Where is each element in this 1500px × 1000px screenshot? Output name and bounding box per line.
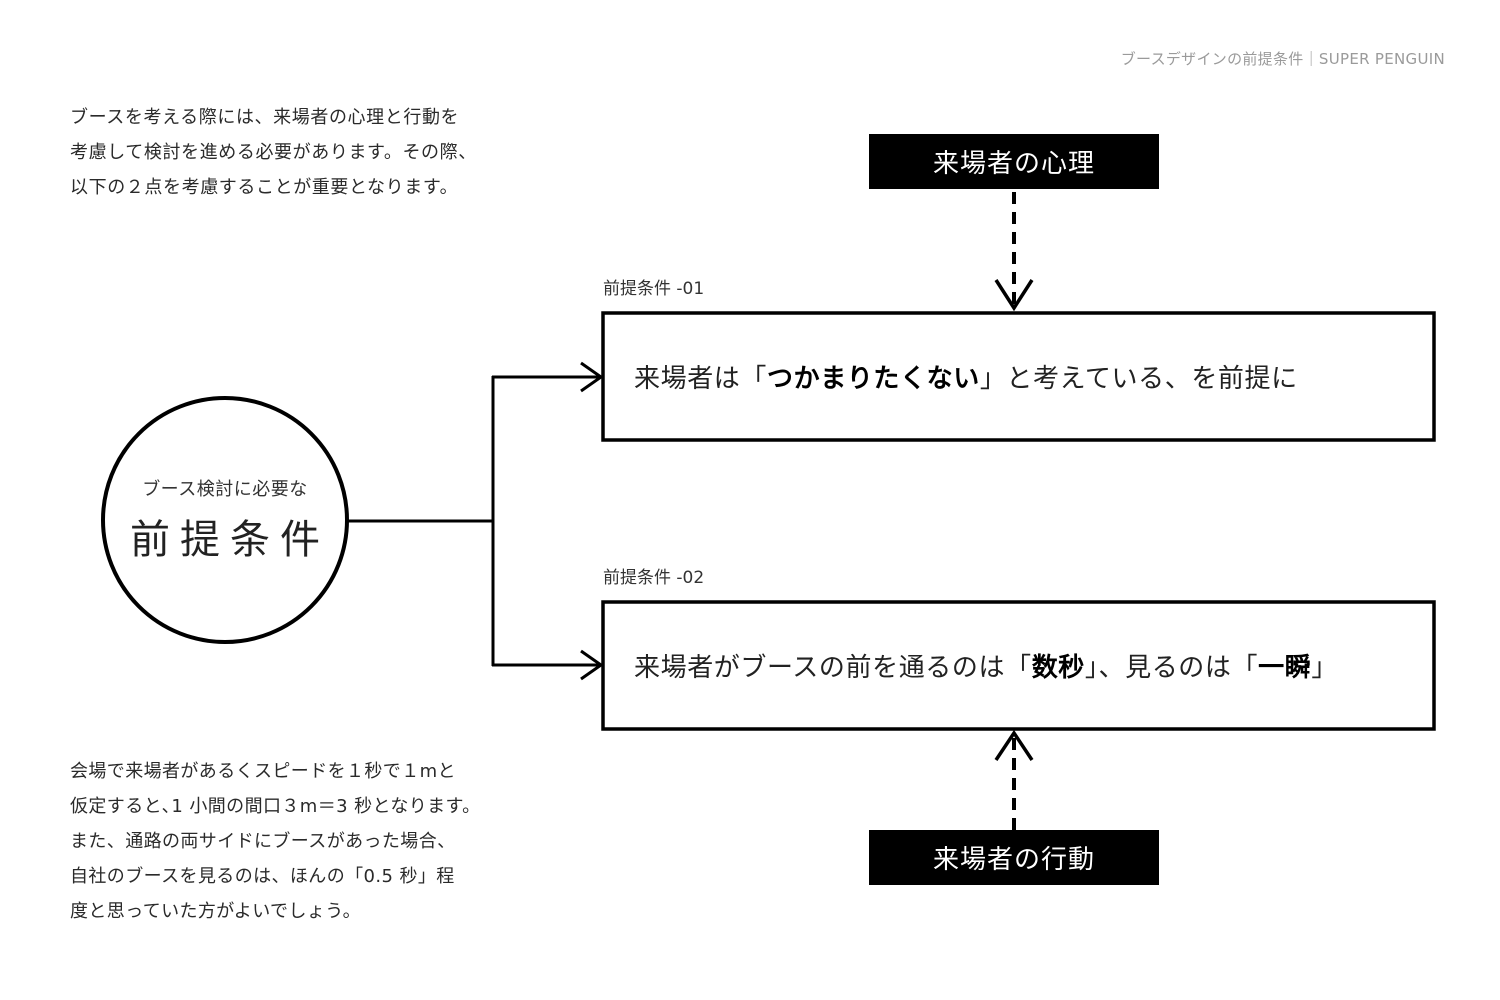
center-subtitle: ブース検討に必要な [142, 479, 308, 500]
premise-1-text-after: 」と考えている、を前提に [979, 364, 1298, 394]
note-line: 自社のブースを見るのは、ほんの「0.5 秒」程 [70, 866, 455, 887]
premise-2-text-bold: 数秒 [1031, 653, 1085, 683]
center-node: ブース検討に必要な 前提条件 [103, 398, 347, 642]
note-line: 仮定すると､1 小間の間口３m＝3 秒となります。 [70, 796, 481, 817]
arrow-head-premise-2 [580, 649, 604, 681]
premise-text-2: 来場者がブースの前を通るのは「数秒」、見るのは「一瞬」 [604, 602, 1434, 729]
intro-line: ブースを考える際には、来場者の心理と行動を [70, 107, 460, 128]
page-header-title: ブースデザインの前提条件｜SUPER PENGUIN [1120, 50, 1445, 68]
note-line: 度と思っていた方がよいでしょう。 [70, 901, 361, 922]
premise-2-text-middle: 」、見るのは「 [1084, 653, 1259, 683]
intro-line: 以下の２点を考慮することが重要となります。 [70, 177, 459, 198]
premise-2-text-before: 来場者がブースの前を通るのは「 [634, 653, 1032, 683]
arrow-head-premise-1 [580, 361, 604, 393]
premise-2-text-bold2: 一瞬 [1258, 653, 1312, 683]
intro-line: 考慮して検討を進める必要があります。その際、 [70, 142, 477, 163]
arrow-head-behavior [994, 729, 1034, 761]
tag-visitor-psychology: 来場者の心理 [869, 134, 1159, 189]
premise-1-text-bold: つかまりたくない [767, 364, 980, 394]
center-title: 前提条件 [130, 517, 330, 563]
premise-box-1 [601, 311, 1436, 442]
arrow-head-psychology [994, 279, 1034, 312]
premise-2-text-after: 」 [1311, 653, 1338, 683]
note-paragraph: 会場で来場者があるくスピードを１秒で１mと 仮定すると､1 小間の間口３m＝3 … [70, 754, 540, 929]
premise-label-1: 前提条件 -01 [603, 279, 705, 299]
note-line: また、通路の両サイドにブースがあった場合、 [70, 831, 456, 852]
premise-1-text-before: 来場者は「 [634, 364, 768, 394]
premise-box-2 [601, 600, 1436, 731]
note-line: 会場で来場者があるくスピードを１秒で１mと [70, 761, 456, 782]
premise-label-2: 前提条件 -02 [603, 568, 705, 588]
intro-paragraph: ブースを考える際には、来場者の心理と行動を 考慮して検討を進める必要があります。… [70, 100, 540, 205]
tag-visitor-behavior: 来場者の行動 [869, 830, 1159, 885]
premise-text-1: 来場者は「つかまりたくない」と考えている、を前提に [604, 313, 1434, 440]
